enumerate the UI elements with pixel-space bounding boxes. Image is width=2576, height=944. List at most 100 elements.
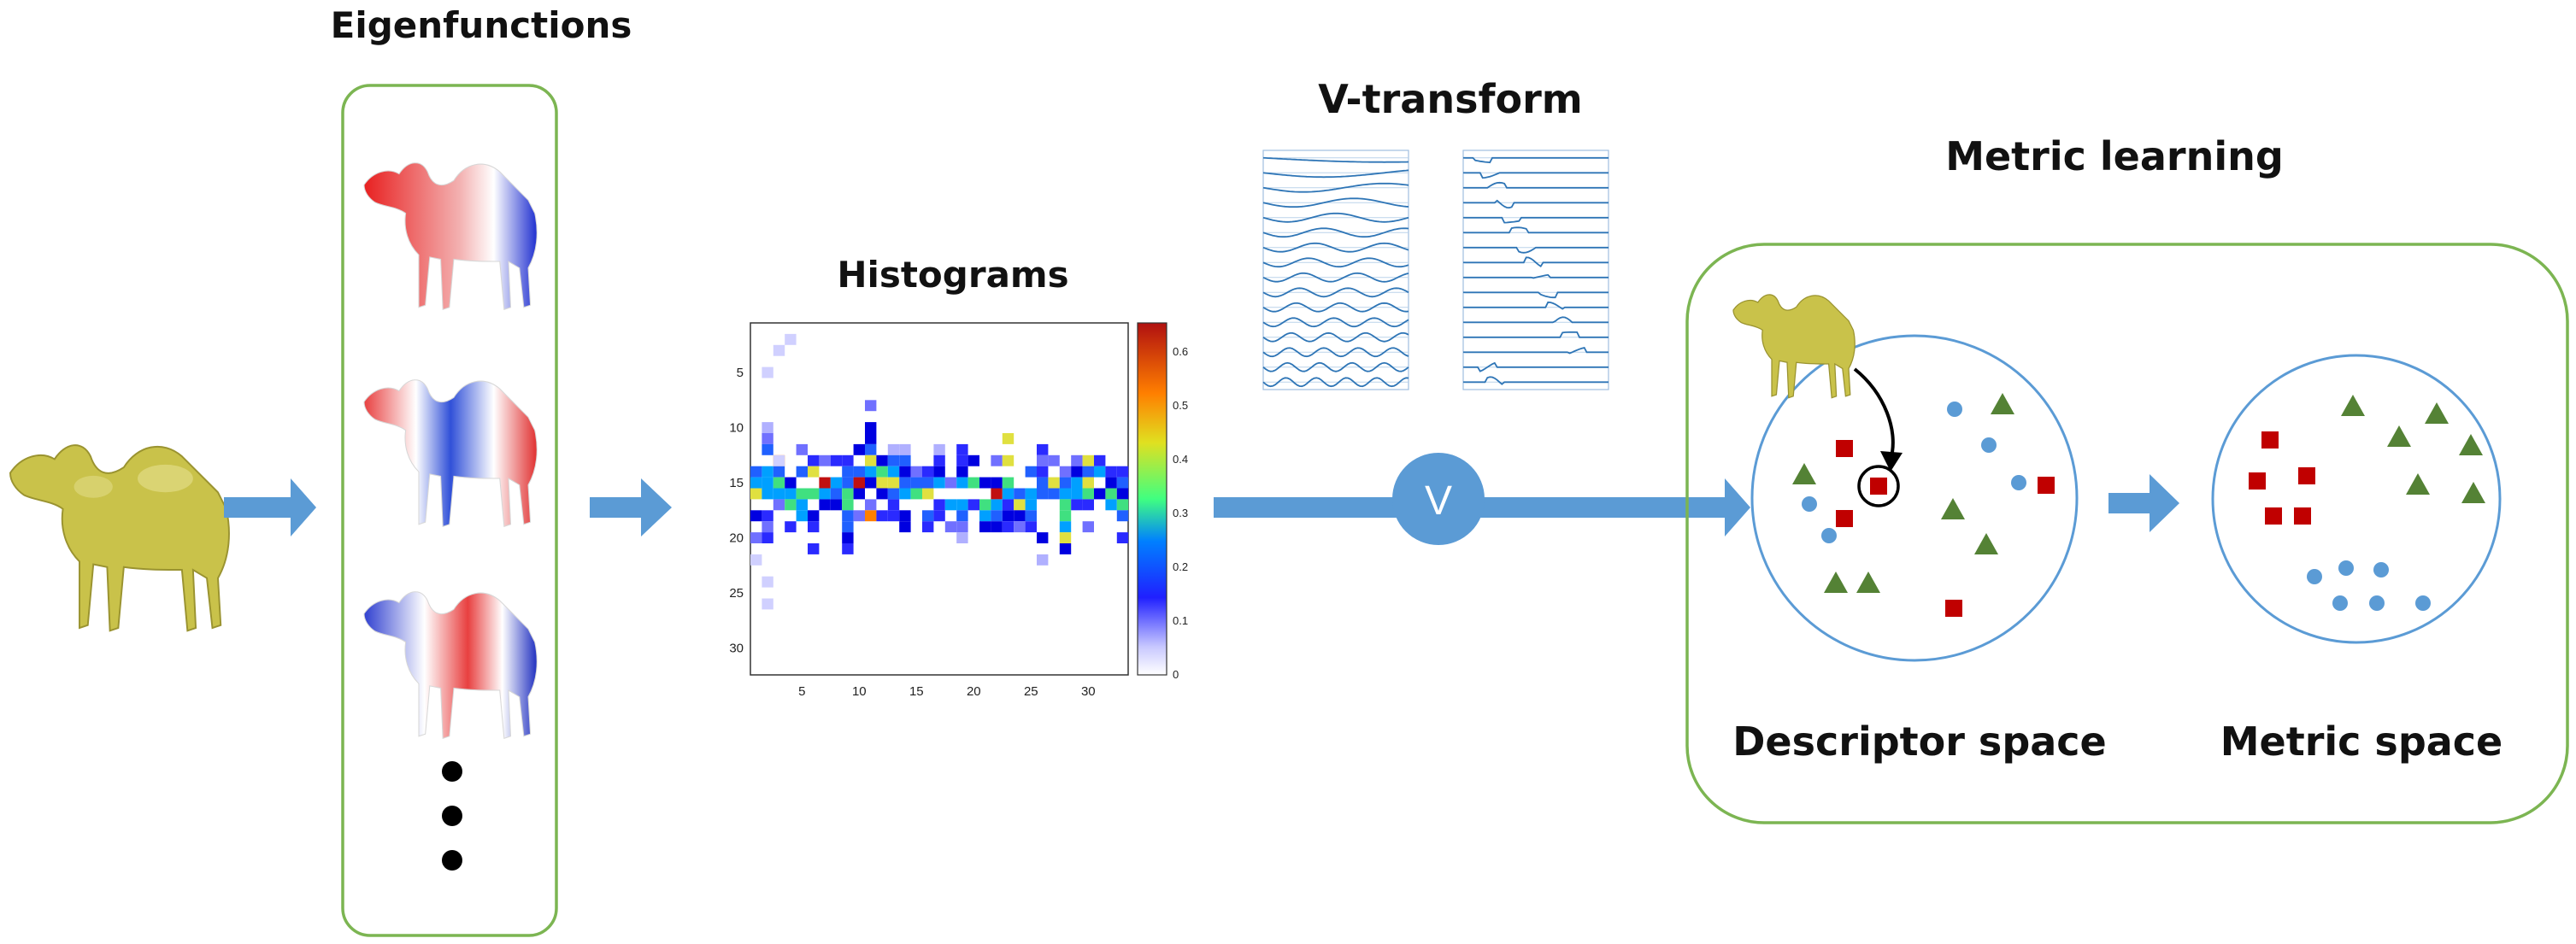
heatmap-cell xyxy=(887,510,900,522)
dot-marker xyxy=(2307,569,2322,584)
triangle-marker xyxy=(1941,498,1965,519)
heatmap-cell xyxy=(1082,477,1094,489)
heatmap-cell xyxy=(887,454,900,466)
heatmap-cell xyxy=(1105,477,1117,489)
basis-curve xyxy=(1262,331,1409,343)
curved-arrow-icon xyxy=(1853,367,1895,460)
heatmap-cell xyxy=(1105,466,1117,478)
square-marker xyxy=(1945,600,1962,617)
heatmap-cell xyxy=(1059,477,1072,489)
heatmap-cell xyxy=(750,554,762,566)
basis-curve xyxy=(1462,376,1609,385)
heatmap-cell xyxy=(876,477,888,489)
heatmap-cell xyxy=(910,466,922,478)
heatmap-cell xyxy=(1002,488,1015,500)
highlight-ring xyxy=(1857,465,1900,507)
heatmap-cell xyxy=(1059,543,1072,554)
colorbar-tick-label: 0.6 xyxy=(1173,345,1188,358)
heatmap-cell xyxy=(1116,477,1129,489)
dot-marker xyxy=(2373,562,2389,578)
heatmap-cell xyxy=(1025,488,1037,500)
eigenfunction-camel-3 xyxy=(363,591,538,739)
heatmap-cell xyxy=(922,521,934,533)
eigenfunction-camel-1 xyxy=(363,162,538,310)
heatmap-cell xyxy=(956,443,968,455)
heatmap-cell xyxy=(762,521,773,533)
heatmap-cell xyxy=(1037,488,1049,500)
heatmap-cell xyxy=(785,499,797,511)
colorbar-tick-label: 0.1 xyxy=(1173,614,1188,627)
heatmap-cell xyxy=(967,454,979,466)
heatmap-cell xyxy=(796,466,808,478)
heatmap-cell xyxy=(762,510,773,522)
basis-curve xyxy=(1462,181,1609,189)
dot-marker xyxy=(2332,595,2348,611)
heatmap-cell xyxy=(1059,510,1072,522)
basis-curve xyxy=(1462,199,1609,209)
colorbar-tick-label: 0.5 xyxy=(1173,399,1188,412)
dot-marker xyxy=(2011,475,2026,490)
heatmap-cell xyxy=(853,477,865,489)
colorbar-tick-label: 0 xyxy=(1173,668,1179,681)
heatmap-cell xyxy=(967,477,979,489)
triangle-marker xyxy=(2425,402,2449,424)
square-marker xyxy=(2298,467,2315,484)
heatmap-cell xyxy=(750,488,762,500)
heatmap-cell xyxy=(933,466,945,478)
heatmap-cell xyxy=(956,454,968,466)
dot-marker xyxy=(2369,595,2385,611)
heatmap-cell xyxy=(842,543,854,554)
heatmap-cell xyxy=(1002,477,1015,489)
heatmap-cell xyxy=(762,488,773,500)
basis-curve xyxy=(1262,361,1409,372)
triangle-marker xyxy=(1974,533,1998,554)
heatmap-cell xyxy=(750,510,762,522)
heatmap-cell xyxy=(979,499,991,511)
basis-curve xyxy=(1462,256,1609,267)
heatmap-cell xyxy=(1059,488,1072,500)
metric-space-circle xyxy=(2211,354,2502,644)
heatmap-cell xyxy=(1082,488,1094,500)
basis-curve xyxy=(1262,287,1409,298)
input-camel-icon xyxy=(9,444,230,632)
dot-marker xyxy=(2338,560,2354,576)
x-tick-label: 25 xyxy=(1024,684,1038,699)
heatmap-cell xyxy=(773,344,785,356)
heatmap-cell xyxy=(1025,466,1037,478)
basis-curve xyxy=(1262,302,1409,313)
heatmap-cell xyxy=(842,510,854,522)
heatmap-cell xyxy=(899,510,911,522)
heatmap-cell xyxy=(842,466,854,478)
square-marker xyxy=(2261,431,2279,449)
heatmap-cell xyxy=(773,488,785,500)
heatmap-cell xyxy=(876,454,888,466)
square-marker xyxy=(1836,510,1853,527)
basis-curve xyxy=(1262,272,1409,283)
heatmap-cell xyxy=(887,477,900,489)
basis-curve xyxy=(1462,331,1609,338)
heatmap-cell xyxy=(1105,499,1117,511)
heatmap-cell xyxy=(865,477,877,489)
heatmap-cell xyxy=(773,477,785,489)
heatmap-cell xyxy=(991,488,1003,500)
eigenfunctions-box xyxy=(341,84,558,937)
heatmap-cell xyxy=(1071,454,1083,466)
square-marker xyxy=(2249,472,2266,490)
descriptor-space-label: Descriptor space xyxy=(1732,718,2107,765)
heatmap-cell xyxy=(1025,521,1037,533)
v-node-label: V xyxy=(1425,478,1452,524)
basis-curve xyxy=(1262,257,1409,268)
heatmap-cell xyxy=(865,499,877,511)
heatmap-cell xyxy=(887,466,900,478)
heatmap-cell xyxy=(933,454,945,466)
heatmap-cell xyxy=(933,499,945,511)
heatmap-cell xyxy=(876,466,888,478)
heatmap-cell xyxy=(830,454,843,466)
heatmap-cell xyxy=(853,443,865,455)
square-marker xyxy=(2294,507,2311,525)
basis-curve xyxy=(1462,291,1609,299)
basis-curve xyxy=(1262,227,1409,238)
heatmap-cell xyxy=(762,532,773,543)
square-marker xyxy=(1870,478,1887,495)
